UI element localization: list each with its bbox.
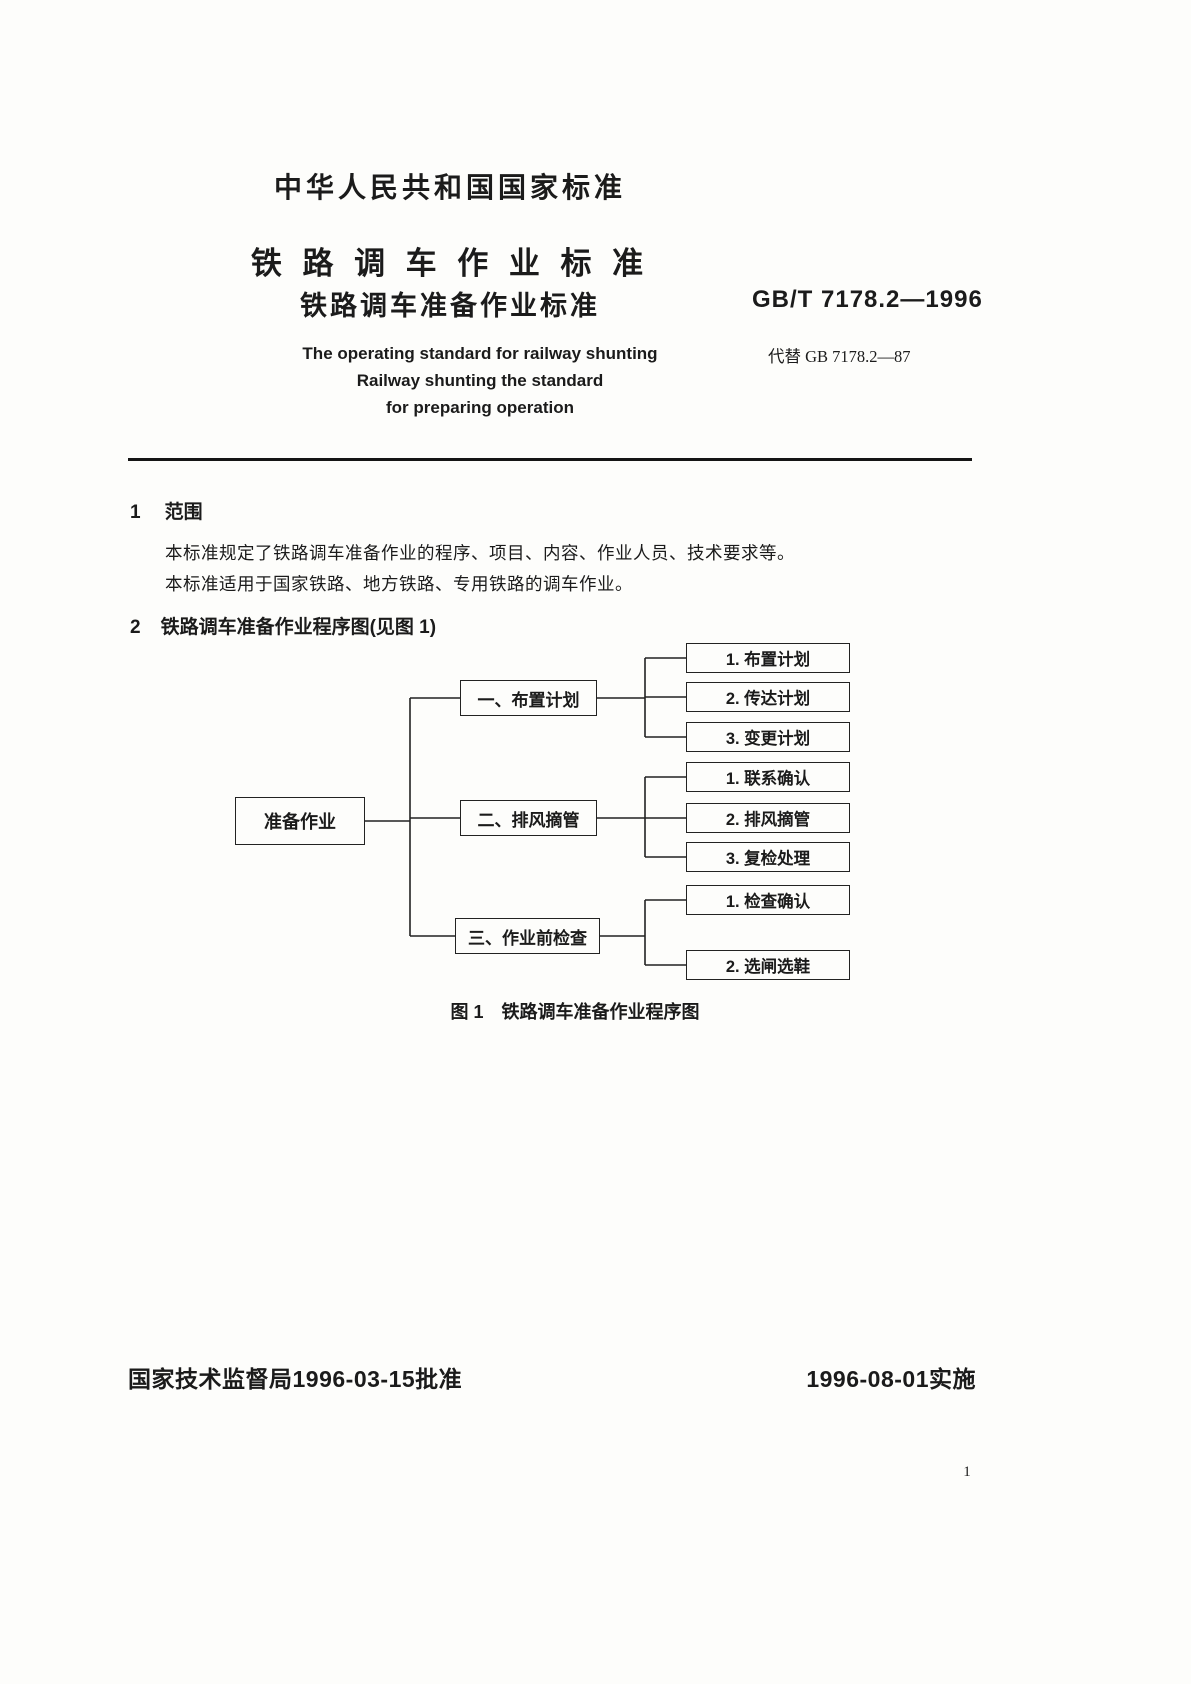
- scope-paragraph-2: 本标准适用于国家铁路、地方铁路、专用铁路的调车作业。: [165, 574, 633, 594]
- replaces-note: 代替 GB 7178.2—87: [768, 347, 911, 366]
- flow-box-step-1-3: 3. 变更计划: [686, 722, 850, 752]
- scope-paragraph-1: 本标准规定了铁路调车准备作业的程序、项目、内容、作业人员、技术要求等。: [165, 543, 795, 563]
- flow-box-step-3-1: 1. 检查确认: [686, 885, 850, 915]
- flow-box-step-2-3: 3. 复检处理: [686, 842, 850, 872]
- document-subtitle-chinese: 铁路调车准备作业标准: [300, 291, 600, 321]
- header-divider-rule: [128, 458, 972, 461]
- section-1-number: 1: [130, 502, 141, 523]
- section-1-heading: 1 范围: [130, 497, 203, 524]
- flow-box-step-2-2: 2. 排风摘管: [686, 803, 850, 833]
- flow-box-branch-2: 二、排风摘管: [460, 800, 597, 836]
- flow-box-step-3-2: 2. 选闸选鞋: [686, 950, 850, 980]
- document-title-chinese: 铁 路 调 车 作 业 标 准: [250, 246, 650, 281]
- footer-implementation-text: 1996-08-01实施: [806, 1366, 976, 1392]
- english-title-line-1: The operating standard for railway shunt…: [302, 344, 658, 363]
- flow-box-root: 准备作业: [235, 797, 365, 845]
- figure-caption-text: 铁路调车准备作业程序图: [501, 1002, 700, 1022]
- flow-box-step-1-1: 1. 布置计划: [686, 643, 850, 673]
- english-title-line-2: Railway shunting the standard: [356, 371, 604, 390]
- footer-approval-text: 国家技术监督局1996-03-15批准: [128, 1366, 463, 1392]
- section-2-number: 2: [130, 617, 141, 638]
- page-number: 1: [963, 1464, 971, 1480]
- section-2-title: 铁路调车准备作业程序图(见图 1): [160, 617, 437, 638]
- flow-box-branch-1: 一、布置计划: [460, 680, 597, 716]
- flow-box-step-1-2: 2. 传达计划: [686, 682, 850, 712]
- national-standard-label: 中华人民共和国国家标准: [273, 172, 626, 203]
- figure-caption: 图 1 铁路调车准备作业程序图: [130, 998, 1020, 1024]
- flow-box-branch-3: 三、作业前检查: [455, 918, 600, 954]
- section-2-heading: 2 铁路调车准备作业程序图(见图 1): [130, 612, 436, 639]
- flow-box-step-2-1: 1. 联系确认: [686, 762, 850, 792]
- document-title-english: The operating standard for railway shunt…: [130, 340, 830, 421]
- section-1-title: 范围: [164, 502, 203, 523]
- english-title-line-3: for preparing operation: [386, 398, 574, 417]
- standard-number: GB/T 7178.2—1996: [752, 286, 983, 313]
- figure-caption-number: 图 1: [450, 1002, 484, 1022]
